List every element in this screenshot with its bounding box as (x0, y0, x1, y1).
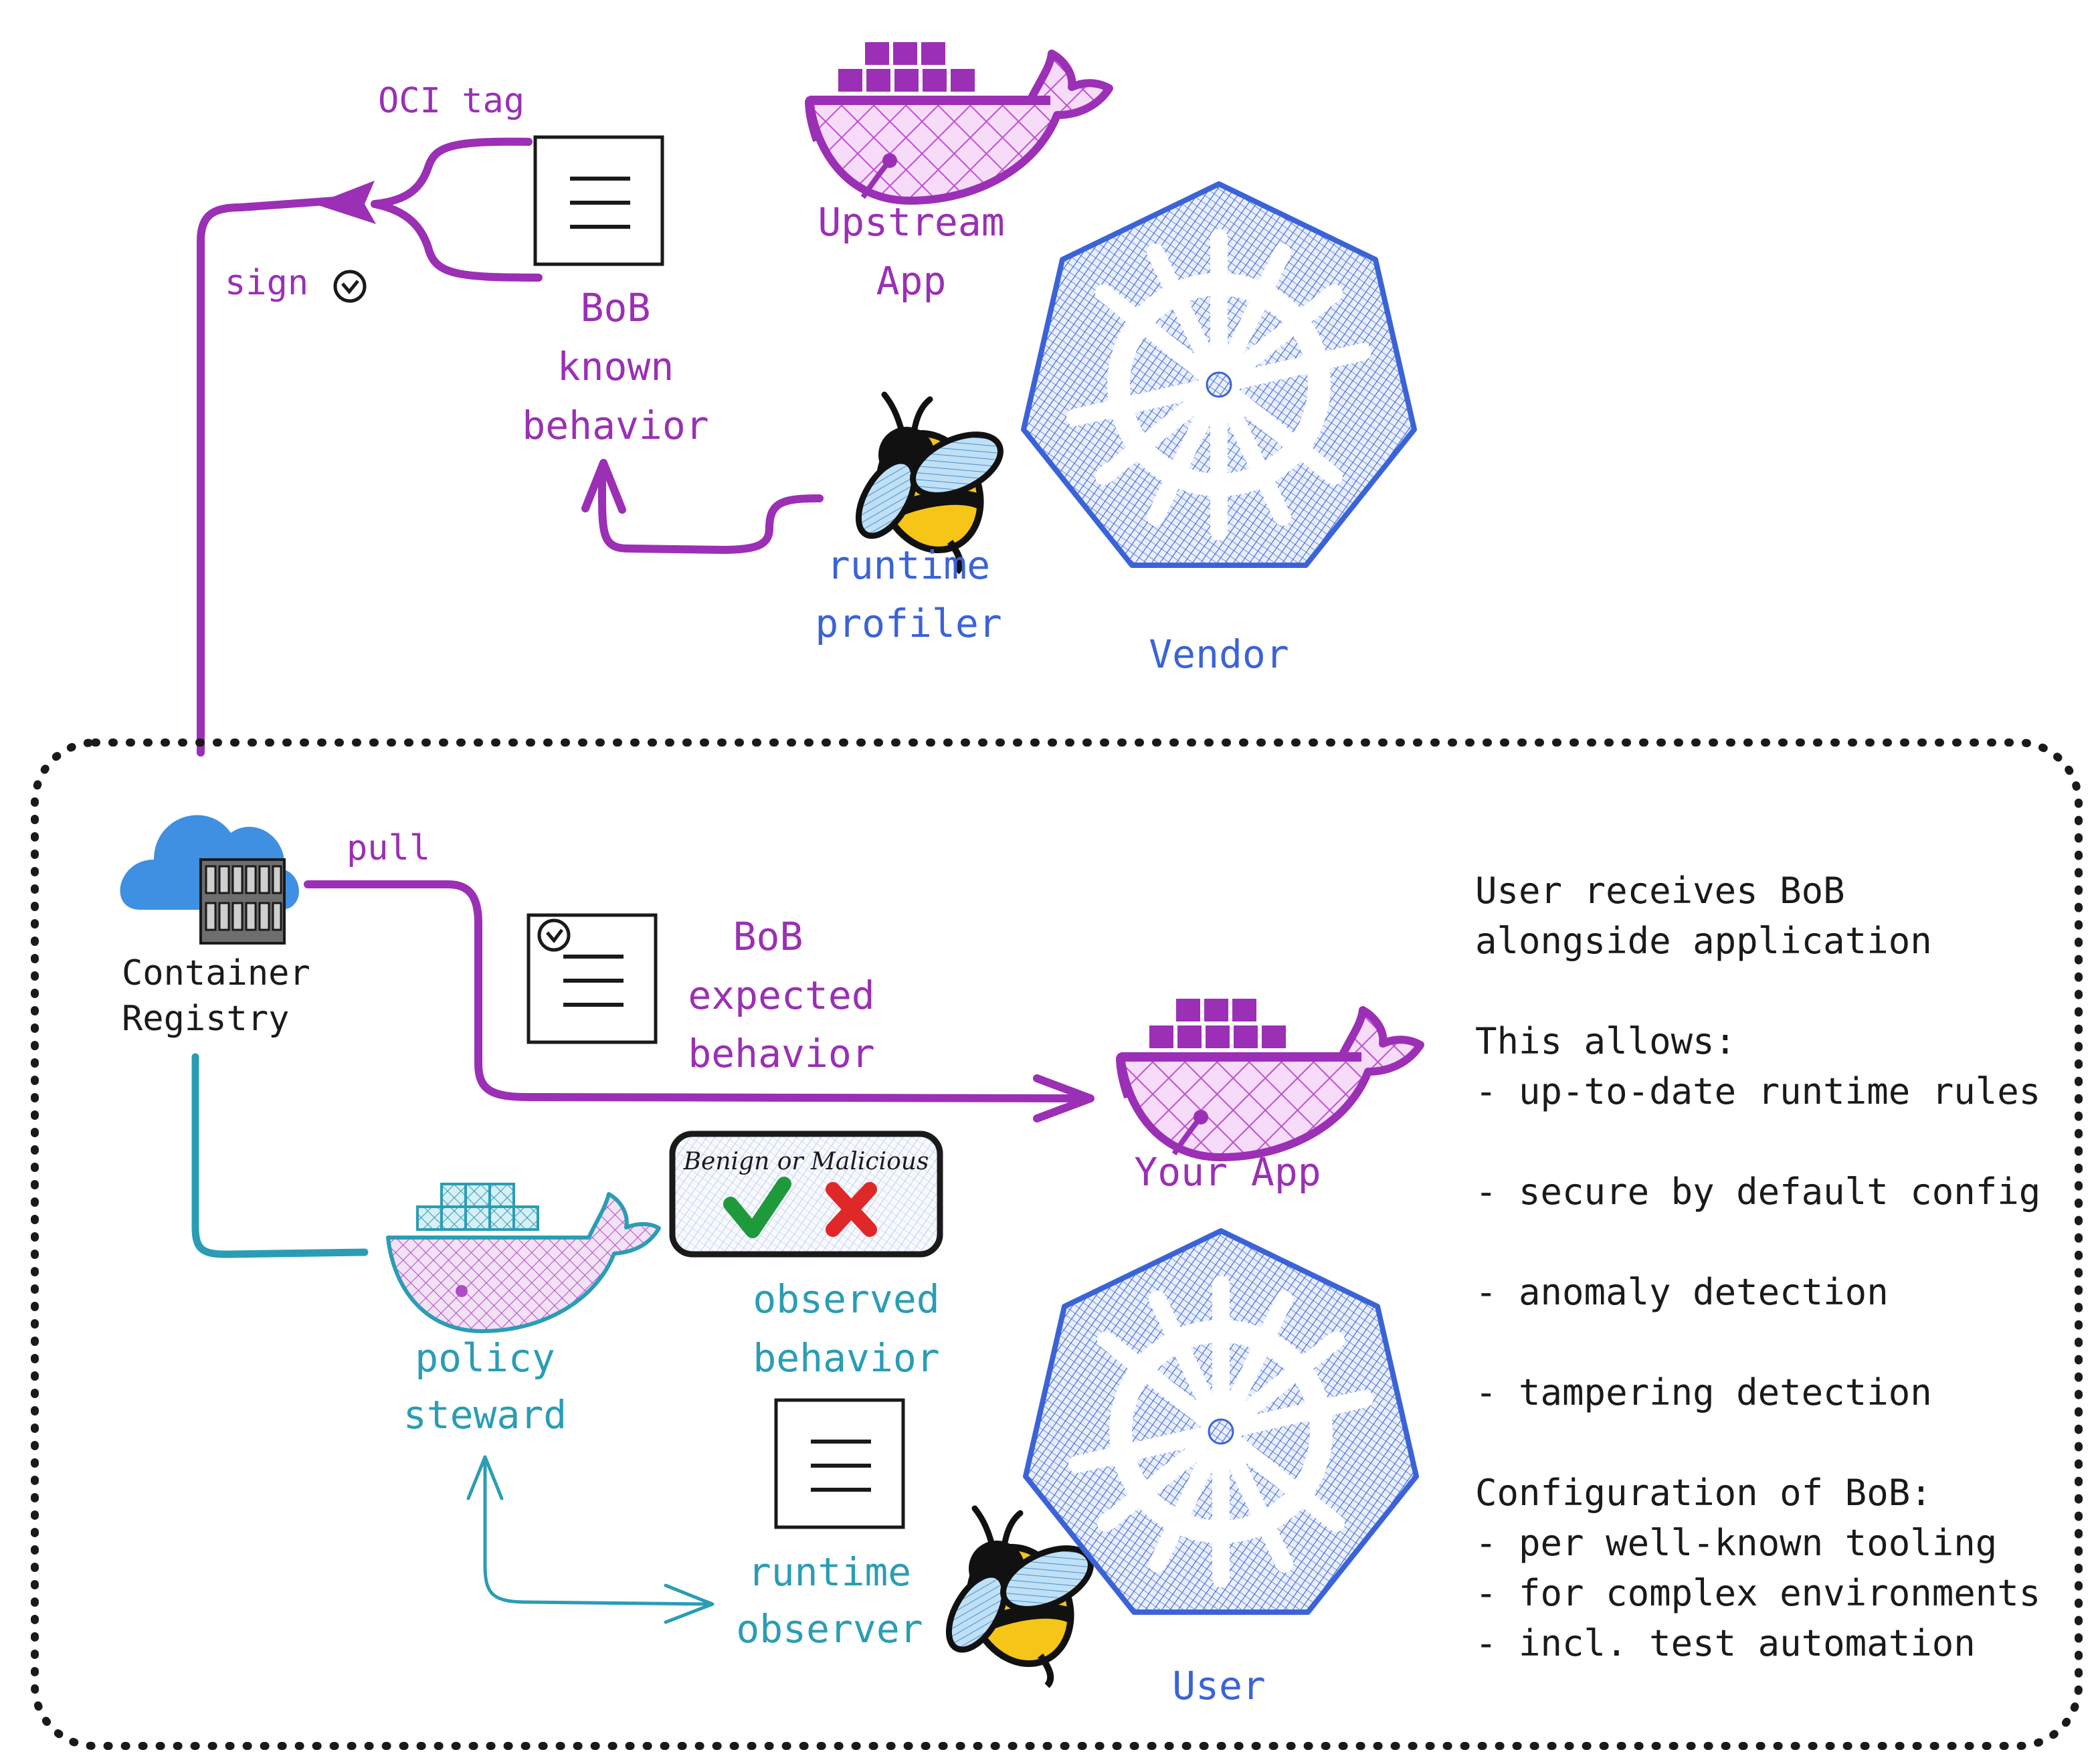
user-environment-boundary (31, 739, 2083, 1750)
pull-label: pull (347, 828, 430, 868)
bob-known-document-icon (535, 137, 662, 264)
vendor-label: Vendor (1149, 631, 1289, 677)
pull-arrowhead (1033, 1074, 1094, 1122)
policy-steward-docker-whale-icon (386, 1183, 661, 1333)
your-app-docker-whale-icon (1121, 997, 1420, 1157)
pull-connector (304, 880, 1081, 1102)
notes-allows-item-4: - tampering detection (1475, 1371, 1932, 1413)
notes-allows-item-1: - up-to-date runtime rules (1475, 1070, 2040, 1112)
upstream-app-label-2: App (876, 258, 947, 304)
notes-config-heading: Configuration of BoB: (1475, 1472, 1932, 1514)
bob-known-label-3: behavior (522, 403, 708, 448)
verdict-card: Benign or Malicious (669, 1131, 943, 1258)
profiler-to-bob-arrowhead (581, 459, 626, 514)
notes-config-item-1: - per well-known tooling (1475, 1522, 1997, 1564)
bob-expected-label-3: behavior (688, 1031, 874, 1076)
user-label: User (1172, 1663, 1266, 1708)
policy-steward-label-2: steward (403, 1392, 567, 1438)
your-app-label: Your App (1134, 1149, 1321, 1195)
cloud-registry-icon (120, 815, 299, 945)
runtime-observer-label-2: observer (736, 1606, 923, 1652)
runtime-profiler-label-1: runtime (827, 543, 990, 588)
sign-label: sign (225, 263, 308, 303)
checkmark-icon (723, 1177, 791, 1238)
observed-behavior-label-1: observed (753, 1276, 939, 1322)
profiler-to-bob-connector (598, 464, 824, 555)
runtime-profiler-label-2: profiler (815, 601, 1002, 646)
steward-arrowhead (466, 1455, 504, 1500)
container-registry-label-2: Registry (122, 999, 289, 1039)
expected-clock-icon (537, 918, 571, 952)
sign-arrowhead (314, 181, 376, 224)
notes-intro-1: User receives BoB (1475, 870, 1845, 912)
runtime-observer-label-1: runtime (748, 1549, 911, 1595)
observer-arrowhead (664, 1583, 714, 1624)
bob-known-label-1: BoB (581, 285, 651, 330)
bob-expected-label-1: BoB (733, 914, 803, 959)
notes-allows-item-3: - anomaly detection (1475, 1271, 1889, 1313)
upstream-app-label-1: Upstream (818, 199, 1004, 245)
registry-to-steward-connector (191, 1053, 369, 1258)
observed-document-icon (776, 1400, 903, 1527)
bob-known-label-2: known (557, 344, 674, 389)
steward-observer-connector (483, 1456, 711, 1606)
clock-icon (333, 270, 367, 303)
notes-allows-item-2: - secure by default config (1475, 1171, 2040, 1213)
observed-behavior-label-2: behavior (753, 1335, 939, 1381)
container-registry-label-1: Container (122, 953, 310, 993)
notes-allows-heading: This allows: (1475, 1020, 1736, 1062)
notes-panel: User receives BoB alongside application … (1475, 870, 2040, 1664)
policy-steward-label-1: policy (415, 1335, 555, 1381)
oci-tag-fork (371, 137, 533, 208)
notes-config-item-2: - for complex environments (1475, 1572, 2040, 1614)
oci-tag-label: OCI tag (378, 81, 525, 121)
cross-icon (826, 1182, 877, 1237)
verdict-card-title: Benign or Malicious (683, 1148, 929, 1175)
notes-config-item-3: - incl. test automation (1475, 1622, 1976, 1664)
sign-push-connector (197, 197, 339, 757)
notes-intro-2: alongside application (1475, 920, 1932, 962)
upstream-docker-whale-icon (809, 40, 1109, 201)
sign-fork (371, 200, 543, 282)
vendor-kubernetes-helm-icon (1024, 184, 1414, 565)
bob-expected-label-2: expected (688, 973, 874, 1018)
